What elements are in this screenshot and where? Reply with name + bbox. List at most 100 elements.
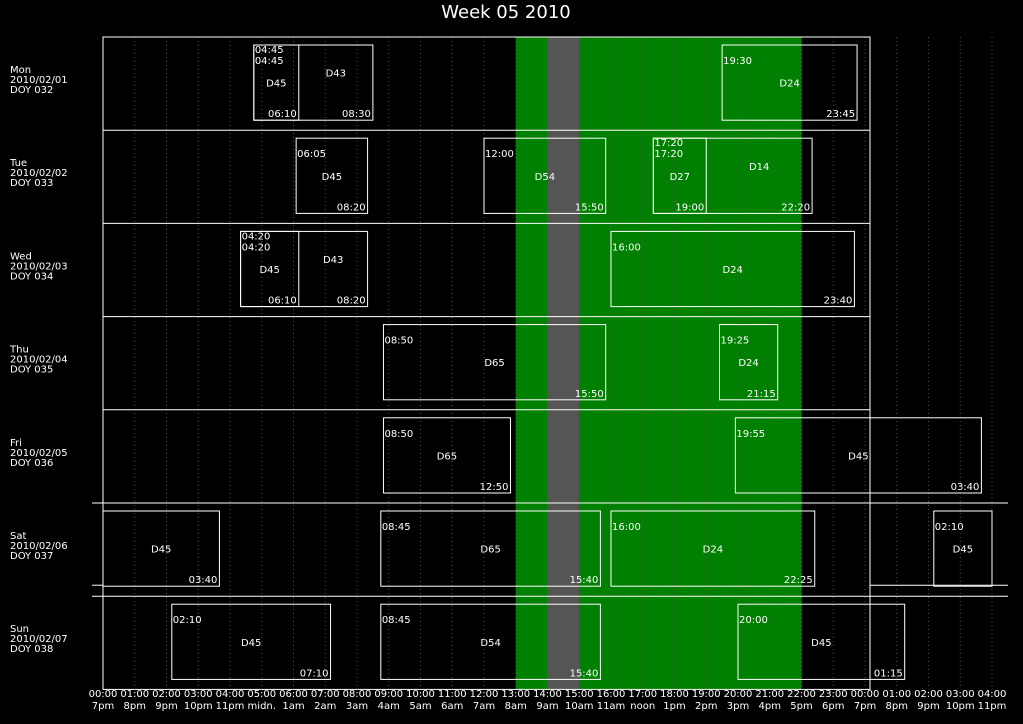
event-end-label: 19:00 (675, 202, 704, 213)
event-box (380, 603, 601, 680)
tick-label-time: 05:00 (247, 689, 276, 700)
chart-title: Week 05 2010 (441, 2, 570, 23)
event-box (483, 137, 607, 214)
event-label: D24 (703, 545, 723, 556)
tick-label-clock: 2am (314, 701, 336, 712)
event-start-label: 20:00 (739, 615, 768, 626)
event-start-label: 17:20 (654, 149, 683, 160)
event-label: D54 (480, 638, 500, 649)
day-doy: DOY 032 (10, 85, 53, 96)
tick-label-clock: 9pm (917, 701, 939, 712)
event-end-label: 21:15 (747, 389, 776, 400)
event-box (382, 417, 511, 494)
tick-label-clock: 7pm (92, 701, 114, 712)
event-start-label: 04:45 (255, 56, 284, 67)
tick-label-time: 00:00 (851, 689, 880, 700)
event-end-label: 15:50 (575, 389, 604, 400)
tick-label-clock: 10pm (946, 701, 975, 712)
tick-label-time: 06:00 (279, 689, 308, 700)
event-label: D65 (480, 545, 500, 556)
tick-label-time: 02:00 (914, 689, 943, 700)
tick-label-clock: 9am (536, 701, 558, 712)
day-name: Thu (9, 345, 29, 356)
event-start-label: 04:45 (255, 45, 284, 56)
highlight-band-gray (547, 37, 580, 690)
event-start-label: 04:20 (242, 242, 271, 253)
highlight-bands (515, 37, 802, 690)
day-doy: DOY 037 (10, 551, 53, 562)
event-end-label: 08:20 (337, 296, 366, 307)
tick-label-time: 01:00 (120, 689, 149, 700)
event-box (102, 510, 220, 587)
tick-label-clock: 1pm (663, 701, 685, 712)
tick-label-clock: 5am (409, 701, 431, 712)
tick-label-clock: 4pm (759, 701, 781, 712)
tick-label-clock: 7am (473, 701, 495, 712)
tick-label-time: 03:00 (184, 689, 213, 700)
event-start-label: 17:20 (654, 138, 683, 149)
tick-label-clock: 6pm (822, 701, 844, 712)
event-end-label: 22:20 (781, 202, 810, 213)
event-label: D27 (670, 172, 690, 183)
event-label: D54 (535, 172, 555, 183)
event-start-label: 16:00 (612, 522, 641, 533)
event-label: D24 (779, 79, 799, 90)
tick-label-clock: 3am (346, 701, 368, 712)
tick-label-time: 11:00 (438, 689, 467, 700)
event-label: D14 (749, 162, 769, 173)
event-end-label: 23:40 (824, 296, 853, 307)
tick-label-clock: 11pm (978, 701, 1007, 712)
event-box (382, 324, 607, 401)
tick-label-time: 17:00 (628, 689, 657, 700)
day-date: 2010/02/06 (10, 541, 68, 552)
event-box (240, 230, 369, 308)
event-start-label: 08:50 (384, 336, 413, 347)
day-date: 2010/02/01 (10, 75, 68, 86)
tick-label-time: 18:00 (660, 689, 689, 700)
event-box (652, 137, 813, 214)
tick-label-clock: 11am (597, 701, 626, 712)
tick-label-clock: midn. (248, 701, 276, 712)
event-box (718, 324, 779, 401)
event-box (171, 603, 332, 680)
event-box (933, 510, 993, 587)
tick-label-time: 20:00 (724, 689, 753, 700)
day-date: 2010/02/04 (10, 355, 68, 366)
tick-label-time: 10:00 (406, 689, 435, 700)
tick-label-clock: 6am (441, 701, 463, 712)
day-doy: DOY 035 (10, 365, 53, 376)
tick-label-time: 19:00 (692, 689, 721, 700)
tick-label-time: 04:00 (978, 689, 1007, 700)
event-label: D45 (241, 638, 261, 649)
event-box (737, 603, 906, 680)
event-label: D65 (437, 451, 457, 462)
event-label: D43 (326, 69, 346, 80)
tick-label-time: 08:00 (343, 689, 372, 700)
event-start-label: 19:55 (736, 429, 765, 440)
tick-label-time: 01:00 (882, 689, 911, 700)
tick-label-time: 15:00 (565, 689, 594, 700)
event-end-label: 08:20 (337, 202, 366, 213)
event-end-label: 06:10 (268, 109, 297, 120)
day-name: Mon (10, 65, 31, 76)
event-label: D45 (848, 451, 868, 462)
event-box (295, 137, 369, 214)
event-label: D65 (484, 358, 504, 369)
event-start-label: 02:10 (173, 615, 202, 626)
event-start-label: 19:30 (723, 56, 752, 67)
event-end-label: 23:45 (826, 109, 855, 120)
event-label: D45 (259, 265, 279, 276)
event-label: D45 (953, 545, 973, 556)
tick-label-clock: 8pm (886, 701, 908, 712)
event-end-label: 08:30 (342, 109, 371, 120)
event-label: D24 (738, 358, 758, 369)
tick-label-time: 02:00 (152, 689, 181, 700)
event-end-label: 03:40 (189, 575, 218, 586)
day-name: Sun (10, 624, 29, 635)
event-start-label: 08:45 (382, 615, 411, 626)
day-doy: DOY 038 (10, 644, 53, 655)
event-box (610, 230, 855, 308)
